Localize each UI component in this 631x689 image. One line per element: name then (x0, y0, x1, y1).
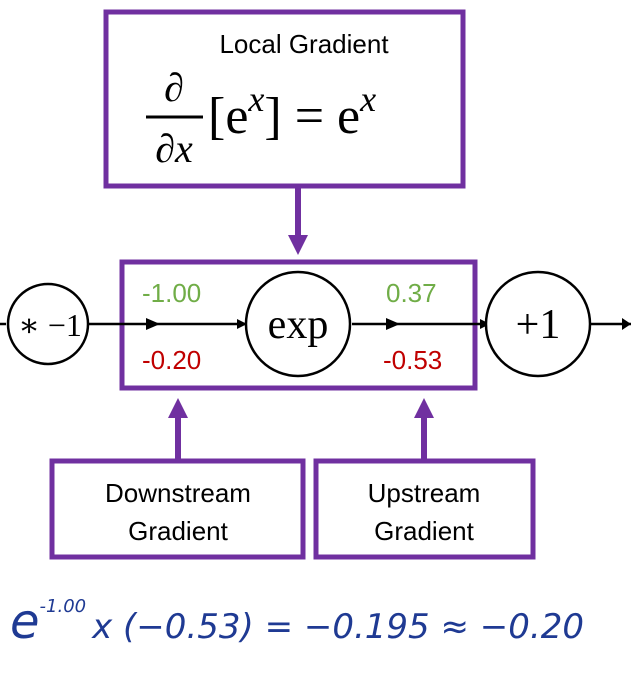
backward-value-out: -0.53 (383, 345, 442, 375)
forward-value-out: 0.37 (386, 278, 437, 308)
derivative-denominator: ∂x (155, 126, 193, 171)
mid-arrow-in (146, 318, 160, 330)
backward-value-in: -0.20 (142, 345, 201, 375)
mid-arrow-out (386, 318, 400, 330)
local-gradient-title: Local Gradient (219, 29, 389, 59)
node-times-neg-one (6, 282, 90, 366)
edge-after-plus-head (622, 318, 631, 330)
forward-value-in: -1.00 (142, 278, 201, 308)
upstream-label-line2: Gradient (374, 516, 474, 546)
node-exp-label: exp (268, 302, 329, 348)
upstream-label-line1: Upstream (368, 478, 481, 508)
downstream-label-line2: Gradient (128, 516, 228, 546)
derivative-expression: [ex] = ex (208, 79, 376, 145)
node-times-neg-one-label: ∗ −1 (18, 307, 82, 343)
derivative-numerator: ∂ (164, 65, 184, 110)
upstream-gradient-box (313, 458, 536, 560)
node-plus-one (484, 270, 592, 378)
node-exp (244, 270, 352, 378)
local-gradient-box (103, 9, 466, 189)
handwritten-computation: e-1.00x (−0.53) = −0.195 ≈ −0.20 (10, 594, 584, 650)
downstream-label-line1: Downstream (105, 478, 251, 508)
node-plus-one-label: +1 (516, 302, 561, 348)
downstream-gradient-box (49, 458, 306, 560)
